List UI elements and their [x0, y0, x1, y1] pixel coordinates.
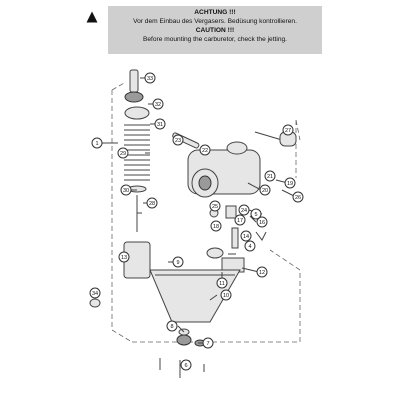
callout-7: 7 [202, 337, 214, 349]
callout-29: 29 [117, 147, 129, 159]
callout-26: 26 [292, 191, 304, 203]
slide-assembly [123, 69, 151, 279]
svg-text:9: 9 [176, 260, 179, 266]
svg-text:28: 28 [149, 201, 155, 207]
float [206, 247, 224, 259]
warning-triangle-icon [86, 11, 98, 23]
bowl-screws [159, 339, 206, 378]
svg-text:17: 17 [237, 218, 243, 224]
svg-text:34: 34 [92, 291, 98, 297]
callout-19: 19 [284, 177, 296, 189]
callout-13: 13 [118, 251, 130, 263]
callout-23: 23 [172, 134, 184, 146]
cap-nut [124, 91, 144, 103]
svg-text:32: 32 [155, 102, 161, 108]
svg-text:4: 4 [248, 244, 251, 250]
callout-20: 20 [259, 184, 271, 196]
svg-text:12: 12 [259, 270, 265, 276]
svg-text:24: 24 [241, 208, 247, 214]
jet-parts [206, 205, 267, 273]
clip [255, 231, 267, 241]
callout-24: 24 [238, 204, 250, 216]
svg-text:30: 30 [123, 188, 129, 194]
caution-text-en: Before mounting the carburetor, check th… [142, 36, 288, 43]
callout-28: 28 [146, 197, 158, 209]
svg-text:31: 31 [157, 122, 163, 128]
callout-21: 21 [264, 170, 276, 182]
callout-34: 34 [89, 287, 101, 299]
main-jet-holder [231, 227, 239, 249]
callout-6: 6 [180, 359, 192, 371]
callout-18: 18 [210, 220, 222, 232]
svg-text:11: 11 [219, 281, 225, 287]
idle-screw-shaft [254, 131, 283, 141]
callout-17: 17 [234, 214, 246, 226]
caution-text-de: Vor dem Einbau des Vergasers. Bedüsung k… [133, 18, 297, 25]
callout-31: 31 [154, 118, 166, 130]
svg-text:13: 13 [121, 255, 127, 261]
callout-25: 25 [209, 200, 221, 212]
callout-10: 10 [220, 289, 232, 301]
callout-9: 9 [172, 256, 184, 268]
svg-text:22: 22 [202, 148, 208, 154]
callout-8: 8 [166, 320, 178, 332]
carburetor-body [172, 132, 261, 198]
callout-11: 11 [216, 277, 228, 289]
svg-text:29: 29 [120, 151, 126, 157]
caution-title-en: CAUTION !!! [195, 27, 235, 34]
callout-12: 12 [256, 266, 268, 278]
svg-text:33: 33 [147, 76, 153, 82]
svg-text:14: 14 [243, 234, 249, 240]
svg-text:18: 18 [213, 224, 219, 230]
svg-text:21: 21 [267, 174, 273, 180]
caution-notice: ACHTUNG !!! Vor dem Einbau des Vergasers… [108, 6, 322, 54]
carb-top-cap [124, 106, 150, 120]
adjuster-screw [129, 69, 139, 93]
svg-text:6: 6 [184, 363, 187, 369]
callout-27: 27 [282, 124, 294, 136]
callout-33: 33 [144, 72, 156, 84]
callout-16: 16 [256, 216, 268, 228]
loose-part-34 [89, 298, 101, 308]
bore-inner [198, 175, 212, 191]
svg-text:20: 20 [262, 188, 268, 194]
callout-5: 5 [250, 208, 262, 220]
callout-4: 4 [244, 240, 256, 252]
needle-jet [225, 205, 237, 219]
svg-text:8: 8 [170, 324, 173, 330]
top-mount [226, 141, 248, 155]
svg-text:7: 7 [206, 341, 209, 347]
svg-text:16: 16 [259, 220, 265, 226]
svg-text:1: 1 [95, 141, 98, 147]
callout-14: 14 [240, 230, 252, 242]
callout-30: 30 [120, 184, 132, 196]
svg-text:25: 25 [212, 204, 218, 210]
callout-22: 22 [199, 144, 211, 156]
svg-text:23: 23 [175, 138, 181, 144]
throttle-spring [124, 124, 150, 181]
svg-text:19: 19 [287, 181, 293, 187]
svg-text:27: 27 [285, 128, 291, 134]
drain-plug [176, 334, 192, 346]
callout-32: 32 [152, 98, 164, 110]
callout-1: 1 [91, 137, 103, 149]
svg-text:26: 26 [295, 195, 301, 201]
svg-text:5: 5 [254, 212, 257, 218]
svg-text:10: 10 [223, 293, 229, 299]
caution-title-de: ACHTUNG !!! [194, 9, 236, 16]
assembly-outline [111, 81, 301, 343]
